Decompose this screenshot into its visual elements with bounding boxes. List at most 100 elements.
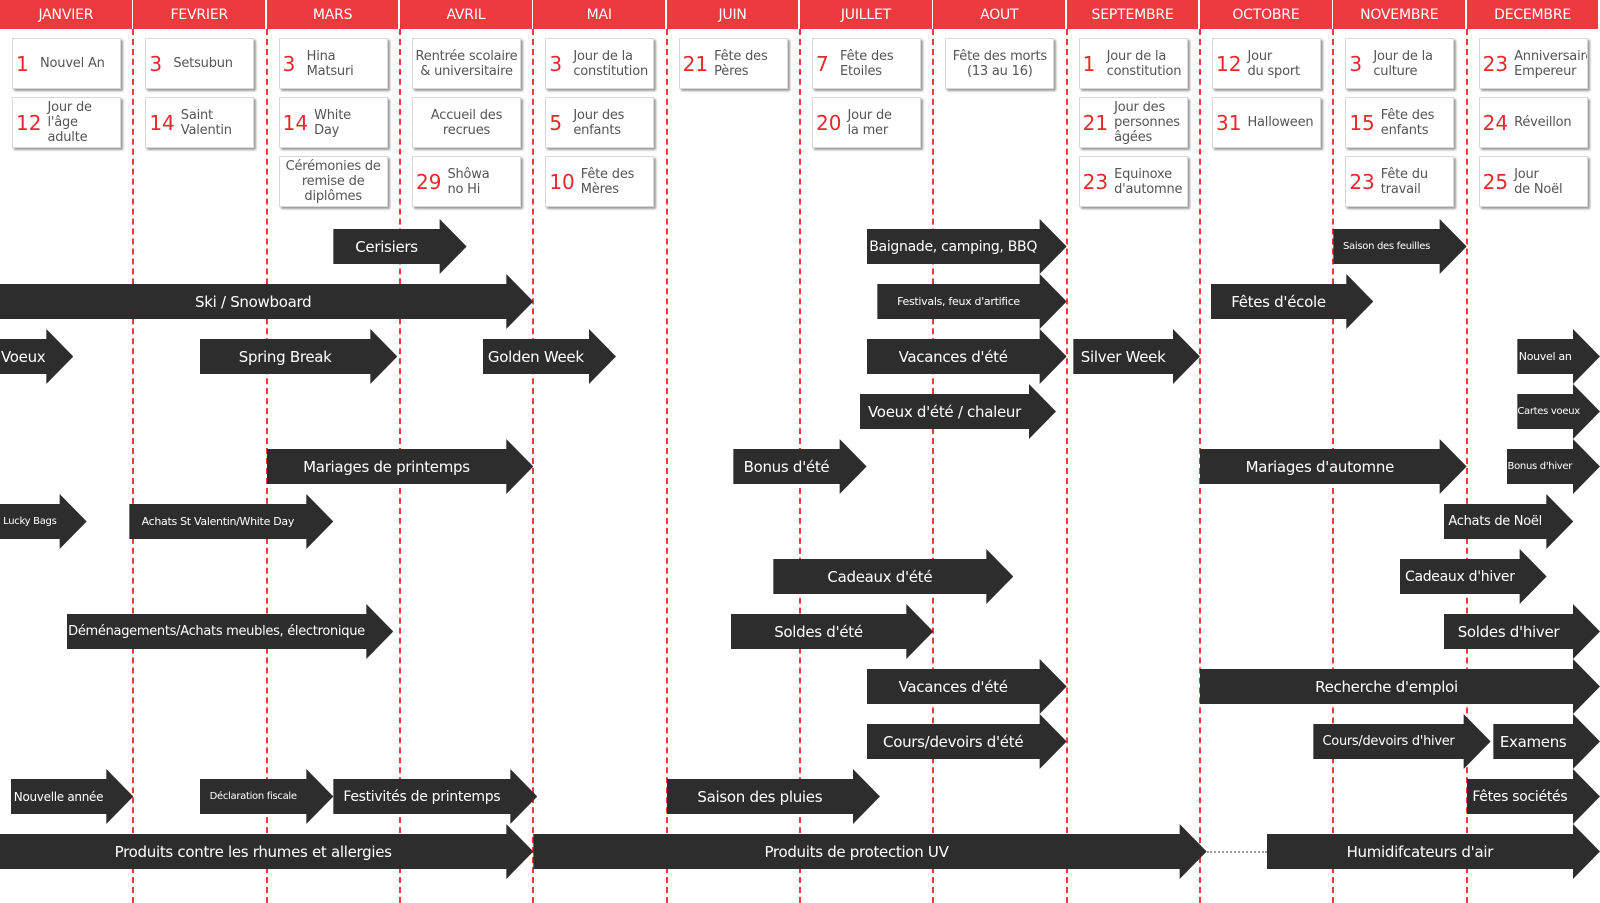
month-separator	[665, 29, 668, 903]
period-label: Cadeaux d'hiver	[1404, 568, 1515, 585]
event-label: Jour des personnes âgées	[1114, 100, 1180, 145]
period-label: Mariages de printemps	[303, 457, 470, 476]
event-label: Réveillon	[1514, 115, 1572, 130]
period-arrow: Cartes voeux	[1517, 384, 1600, 439]
event-label: Fête des Pères	[714, 48, 768, 79]
period-label: Produits contre les rhumes et allergies	[114, 842, 392, 861]
period-label: Baignade, camping, BBQ	[869, 238, 1038, 255]
period-label: Vacances d'été	[898, 677, 1008, 696]
event-day: 31	[1216, 110, 1242, 135]
event-label: Anniversaire Empereur	[1514, 48, 1588, 79]
period-label: Achats St Valentin/White Day	[141, 515, 295, 528]
period-label: Produits de protection UV	[764, 842, 949, 861]
period-arrow: Fêtes sociétés	[1467, 769, 1600, 824]
month-separator	[532, 29, 535, 903]
event-card: 1 Nouvel An	[12, 38, 121, 89]
period-label: Bonus d'été	[743, 457, 830, 476]
event-label: Jour de la constitution	[1106, 48, 1182, 79]
event-card: 31 Halloween	[1212, 97, 1321, 148]
period-label: Humidifcateurs d'air	[1346, 842, 1494, 861]
period-arrow: Achats de Noël	[1444, 494, 1573, 549]
month-header-7: AOUT	[933, 0, 1066, 29]
event-label: White Day	[314, 107, 351, 138]
period-label: Cartes voeux	[1517, 406, 1580, 417]
period-label: Mariages d'automne	[1245, 457, 1394, 476]
event-day: 23	[1082, 169, 1109, 194]
month-separator	[1065, 29, 1068, 903]
period-arrow: Baignade, camping, BBQ	[867, 219, 1067, 274]
period-label: Ski / Snowboard	[195, 292, 312, 311]
event-label: Cérémonies de remise de diplômes	[285, 159, 381, 204]
event-day: 3	[149, 51, 163, 76]
event-label: Fête des enfants	[1380, 107, 1435, 138]
event-day: 25	[1482, 169, 1509, 194]
month-separator	[1465, 29, 1468, 903]
month-header-8: SEPTEMBRE	[1066, 0, 1199, 29]
event-label: Nouvel An	[40, 56, 105, 71]
period-label: Vacances d'été	[898, 347, 1008, 366]
period-label: Silver Week	[1080, 347, 1166, 366]
event-card: Accueil des recrues	[412, 97, 521, 148]
event-day: 23	[1349, 169, 1375, 194]
event-day: 14	[282, 110, 309, 135]
event-day: 3	[1349, 51, 1363, 76]
period-arrow: Silver Week	[1073, 329, 1200, 384]
period-arrow: Voeux	[0, 329, 73, 384]
period-label: Voeux d'été / chaleur	[868, 402, 1021, 421]
period-label: Soldes d'hiver	[1457, 622, 1560, 641]
event-label: Fête du travail	[1380, 166, 1428, 197]
period-arrow: Spring Break	[200, 329, 397, 384]
period-label: Déclaration fiscale	[209, 791, 297, 802]
month-header-5: JUIN	[666, 0, 799, 29]
event-label: Jour de la culture	[1373, 48, 1433, 79]
month-header-4: MAI	[533, 0, 666, 29]
period-arrow: Cours/devoirs d'été	[867, 714, 1067, 769]
period-arrow: Déménagements/Achats meubles, électroniq…	[67, 604, 394, 659]
period-label: Saison des feuilles	[1342, 241, 1430, 252]
period-arrow: Soldes d'été	[731, 604, 934, 659]
event-card: 3 Jour de la culture	[1345, 38, 1455, 89]
period-arrow: Cadeaux d'hiver	[1400, 549, 1547, 604]
period-arrow: Lucky Bags	[0, 494, 87, 549]
period-arrow: Cours/devoirs d'hiver	[1313, 714, 1490, 769]
event-label: Shôwa no Hi	[447, 166, 490, 197]
period-arrow: Nouvelle année	[11, 769, 134, 824]
period-label: Fêtes d'école	[1231, 292, 1326, 311]
event-day: 1	[16, 51, 29, 76]
event-day: 20	[816, 110, 842, 135]
event-day: 5	[549, 110, 563, 135]
period-arrow: Bonus d'hiver	[1507, 439, 1600, 494]
month-separator	[932, 29, 935, 903]
event-card: Rentrée scolaire & universitaire	[412, 38, 521, 89]
event-day: 12	[1216, 51, 1242, 76]
event-day: 23	[1482, 51, 1509, 76]
event-day: 10	[549, 169, 575, 194]
event-day: 21	[682, 51, 709, 76]
period-label: Golden Week	[487, 347, 584, 366]
period-label: Cours/devoirs d'hiver	[1322, 734, 1455, 749]
period-arrow: Vacances d'été	[867, 329, 1067, 384]
period-arrow: Saison des feuilles	[1333, 219, 1466, 274]
period-arrow: Saison des pluies	[667, 769, 880, 824]
month-header-0: JANVIER	[0, 0, 132, 29]
period-label: Déménagements/Achats meubles, électroniq…	[68, 624, 365, 639]
period-label: Saison des pluies	[697, 787, 823, 806]
event-day: 3	[282, 51, 296, 76]
event-label: Halloween	[1247, 115, 1314, 130]
event-label: Equinoxe d'automne	[1114, 166, 1183, 197]
period-label: Examens	[1499, 732, 1567, 751]
event-label: Jour de la mer	[847, 107, 892, 138]
month-header-9: OCTOBRE	[1200, 0, 1332, 29]
event-day: 14	[149, 110, 175, 135]
event-day: 29	[416, 169, 442, 194]
